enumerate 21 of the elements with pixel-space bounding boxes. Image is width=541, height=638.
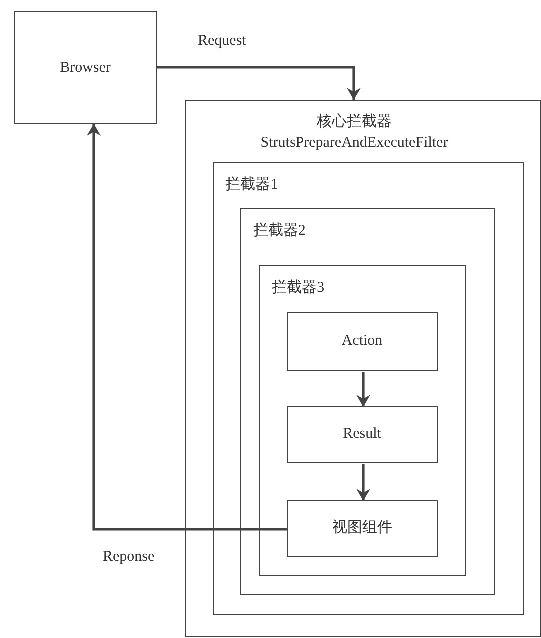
interceptor-box bbox=[259, 265, 466, 576]
box-label: Result bbox=[342, 425, 382, 444]
box-title: 拦截器2 bbox=[253, 222, 306, 240]
box-title: 拦截器1 bbox=[226, 176, 278, 194]
box-title: 核心拦截器 bbox=[316, 113, 393, 131]
process-box bbox=[286, 500, 438, 557]
interceptor-box bbox=[240, 208, 496, 596]
process-box bbox=[286, 406, 438, 463]
arrow bbox=[87, 124, 288, 531]
box-title: StrutsPrepareAndExecuteFilter bbox=[260, 134, 450, 152]
arrow bbox=[356, 372, 370, 407]
box-label: Action bbox=[340, 332, 384, 350]
box-label: Browser bbox=[59, 58, 112, 76]
process-box bbox=[286, 312, 438, 371]
interceptor-box bbox=[212, 162, 524, 615]
box-title: 拦截器3 bbox=[272, 279, 325, 298]
filter-container bbox=[185, 100, 541, 637]
arrow bbox=[157, 66, 361, 100]
box-label: 视图组件 bbox=[331, 519, 394, 538]
arrow bbox=[356, 464, 370, 501]
browser-box bbox=[14, 11, 157, 124]
